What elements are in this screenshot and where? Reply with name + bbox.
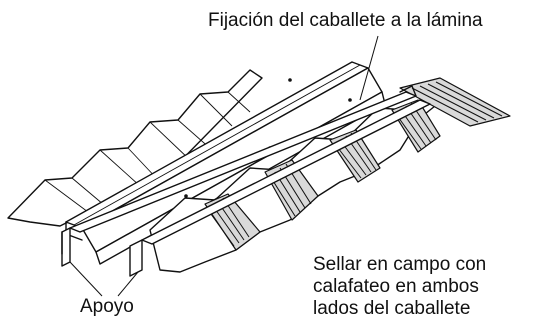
seal-note-line: Sellar en campo con — [313, 254, 487, 275]
seal-note-line: lados del caballete — [313, 298, 471, 319]
support-purlins — [61, 85, 431, 277]
fastener-dot — [184, 194, 188, 198]
leader-ridge-fastening — [359, 35, 379, 101]
leader-lines — [69, 35, 379, 297]
leader-support-right — [117, 271, 139, 297]
support-label: Apoyo — [80, 296, 134, 317]
fastener-dot — [288, 78, 292, 82]
fastener-dot — [348, 98, 352, 102]
ridge-fastening-label: Fijación del caballete a la lámina — [208, 10, 483, 31]
seal-note: Sellar en campo con calafateo en ambos l… — [313, 254, 486, 320]
leader-support-left — [69, 261, 103, 297]
seal-note-line: calafateo en ambos — [313, 276, 479, 297]
